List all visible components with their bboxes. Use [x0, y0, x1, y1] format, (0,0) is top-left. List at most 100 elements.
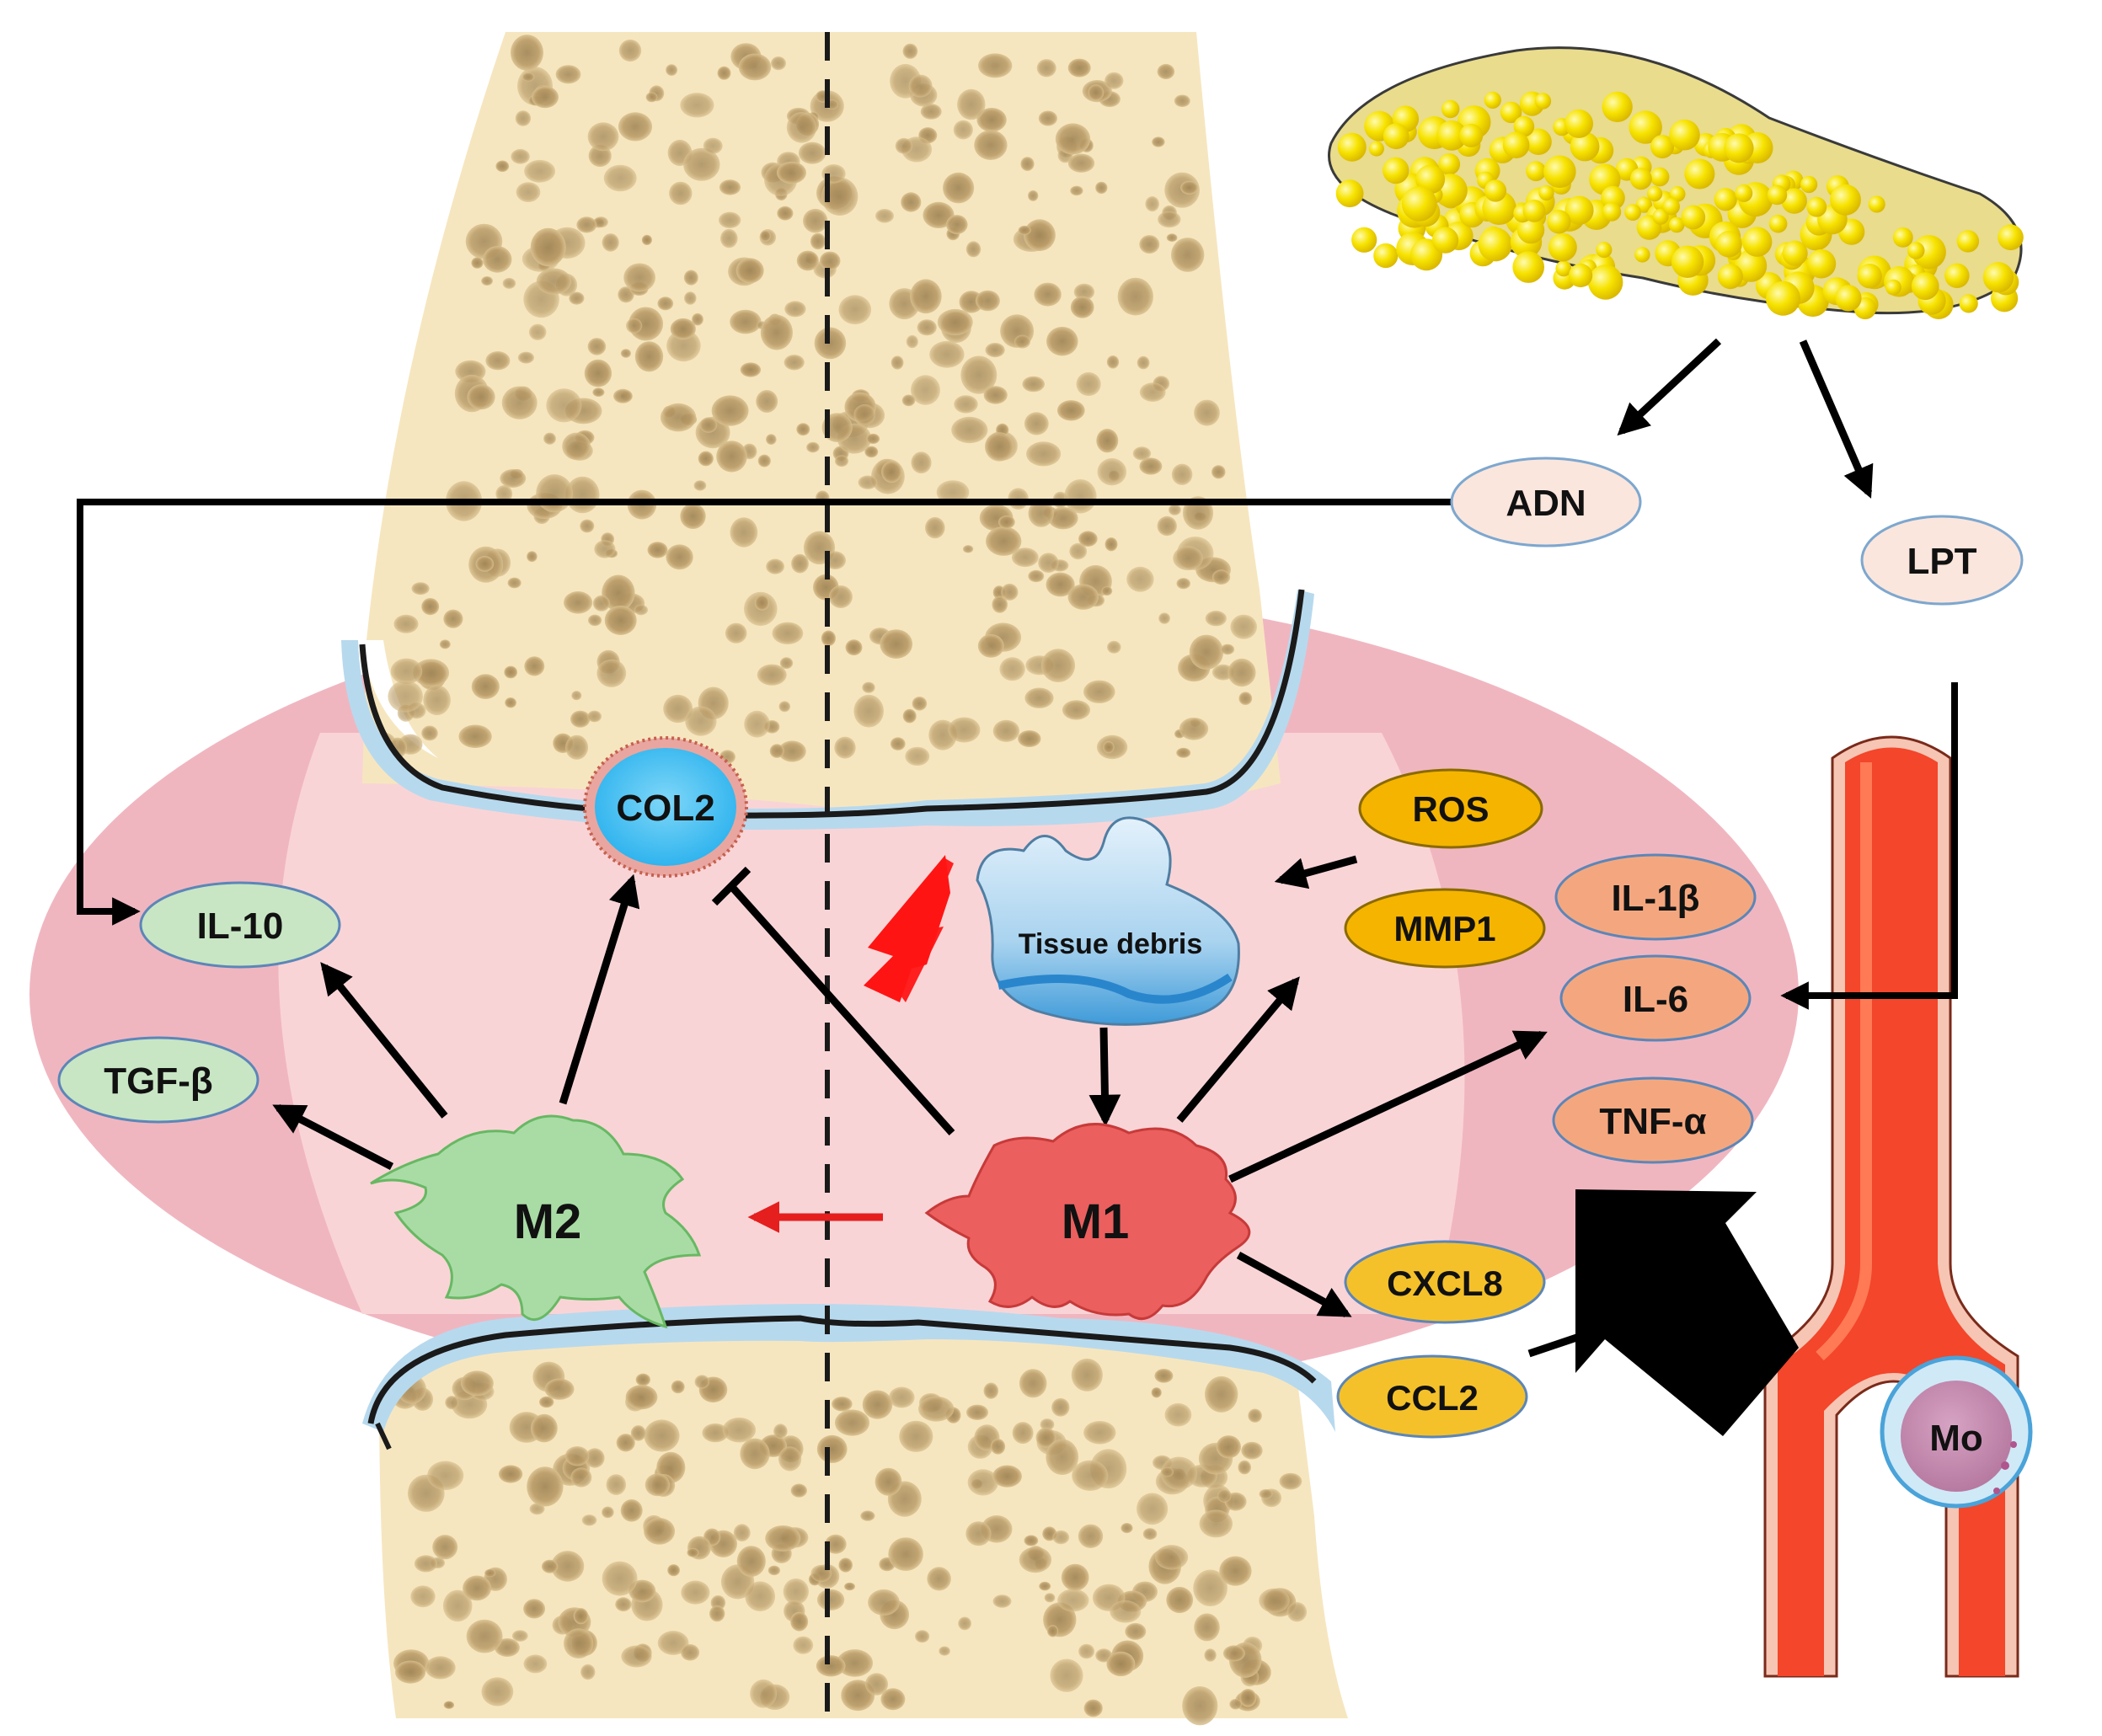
m1-to-il6-arrow [1228, 1030, 1548, 1183]
bone-pore [544, 1378, 575, 1400]
bone-pore [536, 268, 572, 295]
bone-pore [790, 1483, 807, 1498]
bone-pore [555, 65, 581, 84]
fat-cell [1724, 133, 1754, 163]
bone-pore [1012, 1422, 1034, 1445]
bone-pore [680, 93, 714, 118]
bone-pore [1174, 94, 1190, 108]
fat-cell [1982, 262, 2014, 293]
bone-pore [1046, 572, 1075, 597]
bone-pore [618, 39, 642, 62]
bone-pore [1221, 644, 1235, 655]
bone-pore [592, 595, 611, 612]
bone-pore [1241, 1441, 1263, 1460]
bone-pore [766, 434, 777, 445]
bone-pore [744, 710, 770, 738]
bone-pore [958, 1616, 971, 1631]
bone-pore [750, 1679, 778, 1708]
m2-to-col2-arrow [559, 873, 640, 1105]
bone-pore [666, 544, 693, 570]
bone-pore [1083, 1421, 1116, 1445]
bone-pore [978, 53, 1013, 78]
bone-pore [1036, 59, 1056, 77]
fat-cell [1715, 231, 1742, 258]
bone-pore [1024, 1535, 1039, 1546]
bone-pore [816, 1655, 846, 1677]
bone-pore [685, 706, 717, 736]
bone-pore [594, 540, 616, 558]
bone-pore [891, 355, 904, 370]
bone-pore [860, 1510, 875, 1521]
bone-pore [711, 395, 749, 426]
bone-pore [1205, 611, 1227, 627]
adipose-tissue-icon [1328, 46, 2024, 320]
bone-pore [692, 312, 703, 326]
bone-pore [618, 112, 653, 142]
bone-pore [925, 516, 945, 539]
bone-pore [516, 182, 541, 203]
fat-cell [1484, 179, 1507, 202]
bone-pore [1160, 1456, 1197, 1490]
bone-pore [957, 88, 986, 120]
fat-cell [1335, 179, 1364, 208]
bone-pore [864, 1673, 889, 1696]
bone-pore [523, 1599, 546, 1619]
bone-pore [603, 164, 637, 192]
bone-pore [1073, 283, 1095, 301]
bone-pore [528, 323, 547, 340]
bone-pore [471, 674, 500, 699]
fat-cell [1502, 131, 1530, 158]
bone-pore [912, 697, 928, 711]
bone-pore [960, 355, 998, 394]
bone-pore [1046, 326, 1078, 356]
bone-pore [484, 1568, 496, 1578]
il1b-label: IL-1β [1611, 878, 1699, 919]
bone-pore [1238, 1460, 1251, 1475]
bone-pore [777, 206, 794, 221]
bone-pore [1204, 1648, 1217, 1662]
bone-pore [660, 403, 697, 432]
bone-pore [992, 596, 1008, 613]
bone-pore [580, 1664, 596, 1680]
bone-pore [976, 108, 1007, 132]
bone-pore [888, 1537, 923, 1571]
monocyte-cell: Mo [1880, 1355, 2033, 1509]
mmp1-label: MMP1 [1393, 909, 1495, 948]
bone-pore [1020, 157, 1035, 172]
bone-pore [803, 208, 828, 233]
adn-label: ADN [1506, 483, 1586, 524]
fat-cell [1998, 224, 2024, 251]
bone-pore [505, 697, 516, 708]
bone-pore [425, 1656, 456, 1680]
bone-pore [483, 246, 512, 273]
fat-cell [1681, 205, 1706, 230]
fat-cell [1337, 132, 1367, 162]
bone-pore [1154, 1369, 1174, 1383]
bone-pore [1179, 717, 1209, 740]
bone-pore [992, 1465, 1022, 1488]
bone-pore [1217, 1489, 1232, 1503]
bone-pore [918, 1396, 955, 1422]
bone-pore [565, 734, 589, 760]
bone-pore [965, 241, 981, 258]
bone-pore [985, 343, 1005, 358]
cxcl8-badge: CXCL8 [1344, 1240, 1546, 1324]
bone-pore [966, 1404, 988, 1421]
bone-pore [702, 1423, 729, 1443]
bone-pore [1018, 730, 1041, 747]
bone-pore [458, 724, 492, 749]
bone-pore [587, 338, 607, 355]
fat-cell [1570, 131, 1600, 162]
blood-vessel-icon [1763, 735, 2019, 1678]
bone-pore [1070, 296, 1094, 318]
bone-pore [902, 43, 918, 59]
bone-pore [1145, 196, 1159, 212]
bone-pore [1069, 542, 1088, 560]
bone-pore [1055, 123, 1091, 155]
il1b-badge: IL-1β [1554, 853, 1757, 941]
bone-pore [719, 211, 741, 228]
bone-pore [824, 551, 847, 569]
bone-pore [937, 308, 973, 336]
bone-pore [1106, 355, 1120, 369]
bone-pore [521, 72, 535, 82]
